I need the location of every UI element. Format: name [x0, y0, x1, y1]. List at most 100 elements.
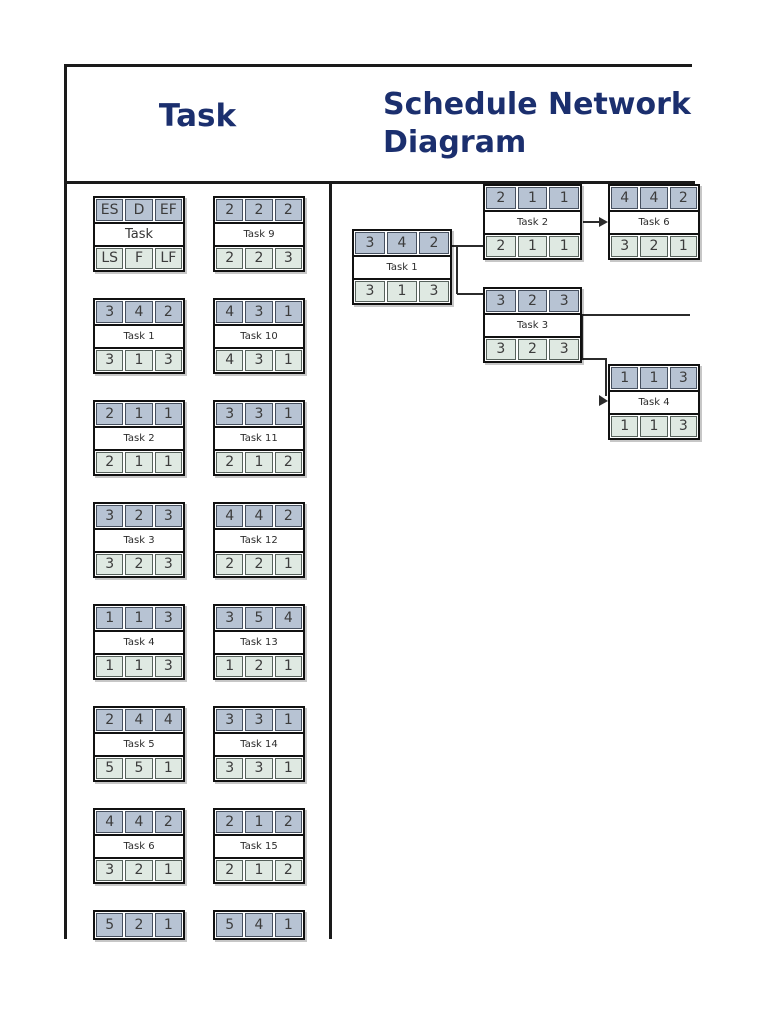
- cell-es: 2: [216, 199, 244, 221]
- cell-lf: 3: [274, 247, 302, 269]
- cell-ef: 2: [274, 811, 302, 833]
- cell-f: 2: [245, 655, 273, 677]
- cell-d: 4: [125, 709, 153, 731]
- cell-ls: 2: [216, 247, 244, 269]
- cell-ef: 3: [669, 367, 697, 389]
- cell-f: 1: [387, 280, 417, 302]
- arrowhead-task6: [599, 217, 608, 227]
- cell-es: 4: [216, 301, 244, 323]
- cell-ls: 2: [216, 859, 244, 881]
- cell-es: 2: [486, 187, 516, 209]
- cell-ls: 4: [216, 349, 244, 371]
- cell-d: 1: [640, 367, 668, 389]
- task-box-label: Task: [95, 221, 183, 247]
- task-box-label: Task 3: [485, 312, 580, 338]
- cell-f: 3: [245, 349, 273, 371]
- cell-ef: 2: [274, 505, 302, 527]
- cell-f: 2: [640, 235, 668, 257]
- cell-d: 4: [387, 232, 417, 254]
- cell-d: 4: [125, 811, 153, 833]
- cell-f: 2: [245, 553, 273, 575]
- cell-es: 3: [216, 607, 244, 629]
- cell-f: 2: [125, 859, 153, 881]
- task-box-label: Task 4: [610, 389, 698, 415]
- cell-ls: 3: [355, 280, 385, 302]
- cell-es: 5: [216, 913, 244, 937]
- task-box-label: Task 1: [95, 323, 183, 349]
- cell-lf: 2: [274, 859, 302, 881]
- task-box-label: Task 3: [95, 527, 183, 553]
- cell-ls: 3: [96, 859, 124, 881]
- cell-f: F: [125, 247, 153, 269]
- cell-ls: 1: [96, 655, 124, 677]
- cell-es: 3: [216, 709, 244, 731]
- cell-ef: 1: [274, 301, 302, 323]
- cell-ls: 1: [216, 655, 244, 677]
- cell-ls: 2: [216, 451, 244, 473]
- task-box-label: Task 10: [215, 323, 303, 349]
- cell-ef: 1: [154, 913, 182, 937]
- cell-es: 2: [96, 403, 124, 425]
- cell-ef: 3: [154, 505, 182, 527]
- cell-ls: 2: [216, 553, 244, 575]
- cell-ls: 3: [486, 338, 516, 360]
- cell-ls: 3: [611, 235, 639, 257]
- cell-f: 1: [245, 859, 273, 881]
- cell-es: 3: [355, 232, 385, 254]
- cell-ef: EF: [154, 199, 182, 221]
- cell-es: 2: [216, 811, 244, 833]
- cell-d: D: [125, 199, 153, 221]
- cell-es: 3: [96, 505, 124, 527]
- cell-es: 3: [216, 403, 244, 425]
- cell-ef: 1: [274, 913, 302, 937]
- task-box-label: Task 6: [95, 833, 183, 859]
- cell-es: 1: [611, 367, 639, 389]
- cell-d: 2: [125, 913, 153, 937]
- cell-lf: 1: [154, 859, 182, 881]
- cell-d: 3: [245, 301, 273, 323]
- cell-d: 3: [245, 403, 273, 425]
- cell-d: 3: [245, 709, 273, 731]
- cell-lf: 1: [549, 235, 580, 257]
- task-box-label: Task 15: [215, 833, 303, 859]
- cell-lf: 3: [154, 553, 182, 575]
- task-box-label: Task 6: [610, 209, 698, 235]
- cell-ef: 3: [154, 607, 182, 629]
- cell-f: 1: [125, 349, 153, 371]
- task-box-label: Task 9: [215, 221, 303, 247]
- cell-ef: 2: [154, 811, 182, 833]
- cell-d: 2: [245, 199, 273, 221]
- cell-d: 4: [245, 505, 273, 527]
- cell-lf: 3: [154, 349, 182, 371]
- cell-f: 1: [125, 655, 153, 677]
